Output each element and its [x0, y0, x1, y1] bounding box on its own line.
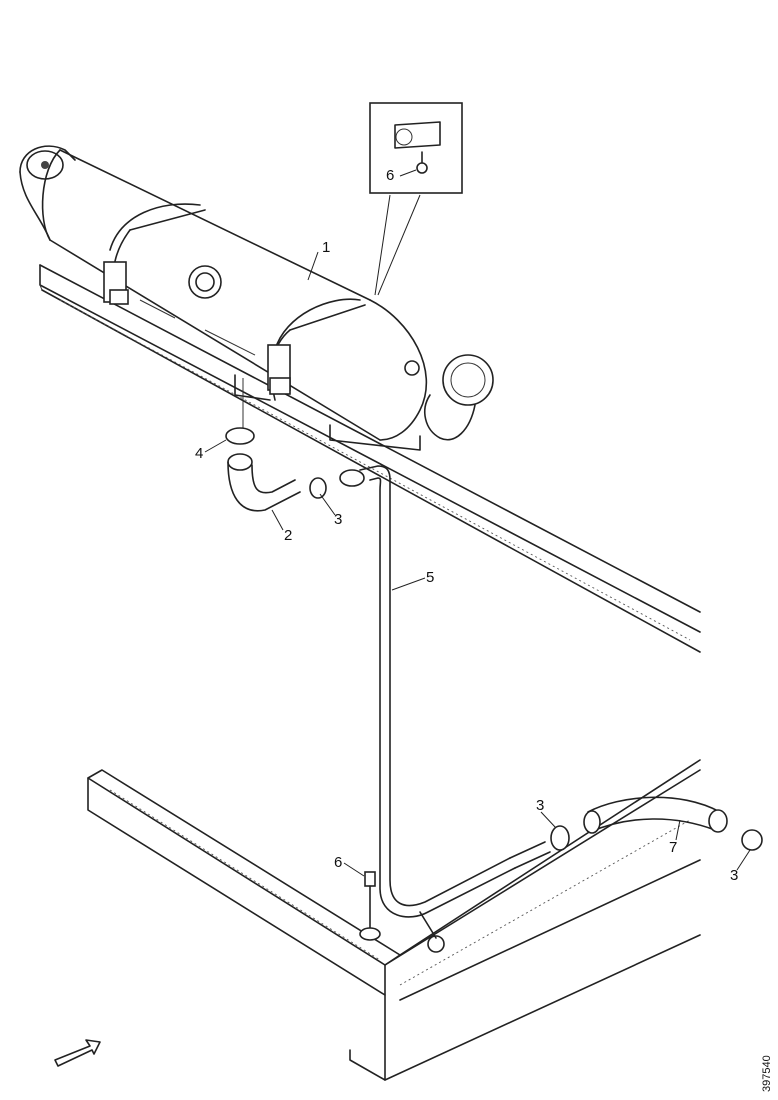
lower-frame-crossmember	[87, 759, 701, 1081]
upper-frame-rail	[39, 264, 701, 653]
muffler	[19, 145, 494, 451]
callout-6-inset: 6	[386, 167, 394, 184]
callout-leaders	[204, 169, 751, 877]
callout-4: 4	[195, 445, 203, 462]
callout-3-middle: 3	[536, 797, 544, 814]
drain-pipe	[359, 465, 516, 953]
detail-inset	[369, 102, 463, 296]
callout-6-lower: 6	[334, 854, 342, 871]
bolt	[359, 871, 381, 941]
callout-3-right: 3	[730, 867, 738, 884]
callout-3-upper: 3	[334, 511, 342, 528]
direction-arrow-icon	[54, 1039, 101, 1067]
callout-2: 2	[284, 527, 292, 544]
callout-7: 7	[669, 839, 677, 856]
callout-5: 5	[426, 569, 434, 586]
callout-1: 1	[322, 239, 330, 256]
drain-hose-assembly	[225, 378, 365, 512]
lower-hose-assembly	[509, 796, 763, 869]
drawing-reference: 397540	[761, 1055, 773, 1092]
